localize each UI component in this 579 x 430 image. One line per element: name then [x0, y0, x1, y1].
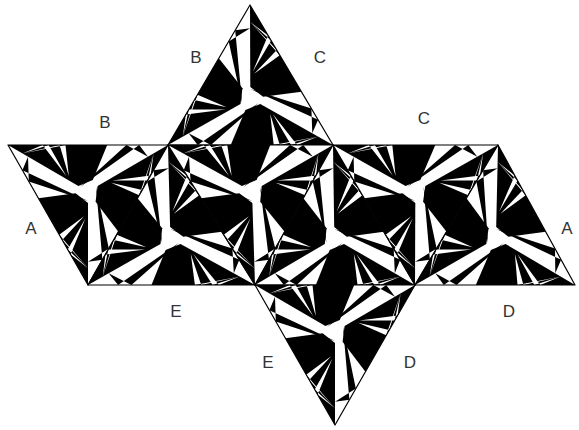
white-stripe	[348, 145, 396, 176]
black-wedge	[88, 198, 162, 285]
face	[168, 5, 333, 145]
black-stripe	[275, 243, 343, 285]
white-stripe	[348, 145, 393, 176]
white-stripe	[354, 254, 401, 285]
black-wedge	[255, 285, 354, 326]
white-stripe	[315, 359, 335, 409]
white-stripe	[356, 254, 400, 285]
edge-letter: C	[314, 49, 326, 66]
black-stripe	[88, 187, 109, 262]
white-stripe	[515, 254, 561, 285]
black-stripe	[269, 297, 335, 341]
white-stripe	[517, 254, 560, 285]
white-stripe	[498, 162, 518, 212]
white-stripe	[269, 285, 313, 316]
black-stripe	[327, 285, 395, 327]
face	[255, 285, 415, 425]
edge-letter: B	[99, 114, 110, 131]
white-stripe	[183, 145, 229, 176]
black-wedge	[168, 58, 243, 145]
edge-letter: A	[25, 220, 36, 237]
black-stripe	[22, 157, 88, 201]
white-stripe	[22, 145, 68, 176]
face-outline	[255, 285, 415, 425]
face-outline	[415, 145, 575, 285]
black-stripe	[109, 243, 179, 285]
edge-letter: D	[404, 354, 416, 371]
black-stripe	[407, 145, 477, 187]
white-stripe	[193, 254, 239, 285]
edge-letter: A	[561, 220, 572, 237]
black-stripe	[254, 187, 275, 262]
white-stripe	[269, 285, 315, 316]
black-wedge	[231, 104, 333, 145]
white-stripe	[68, 219, 88, 269]
black-wedge	[8, 145, 107, 186]
black-stripe	[189, 103, 259, 145]
face	[415, 145, 575, 285]
edge-letter: C	[418, 110, 430, 127]
edge-letter: E	[262, 354, 273, 371]
edge-letter: E	[170, 303, 181, 320]
white-stripe	[183, 145, 232, 176]
black-stripe	[348, 157, 416, 201]
black-stripe	[80, 145, 148, 187]
face	[88, 145, 255, 285]
black-stripe	[244, 145, 313, 187]
black-stripe	[184, 157, 253, 201]
white-stripe	[270, 114, 318, 145]
black-wedge	[476, 244, 575, 285]
black-wedge	[415, 198, 489, 285]
black-stripe	[435, 243, 504, 285]
black-stripe	[335, 327, 356, 402]
white-stripe	[22, 145, 66, 176]
white-stripe	[250, 22, 271, 72]
black-stripe	[415, 187, 437, 262]
black-wedge	[168, 145, 270, 186]
face-outline	[168, 5, 333, 145]
black-stripe	[496, 229, 561, 273]
white-stripe	[273, 114, 318, 145]
black-wedge	[333, 145, 435, 186]
white-stripe	[191, 254, 240, 285]
black-wedge	[496, 145, 546, 237]
edge-letter: B	[190, 49, 201, 66]
black-wedge	[255, 198, 327, 285]
black-stripe	[250, 89, 318, 133]
face-outline	[88, 145, 255, 285]
edge-letter: D	[503, 303, 515, 320]
white-stripe	[394, 219, 415, 269]
